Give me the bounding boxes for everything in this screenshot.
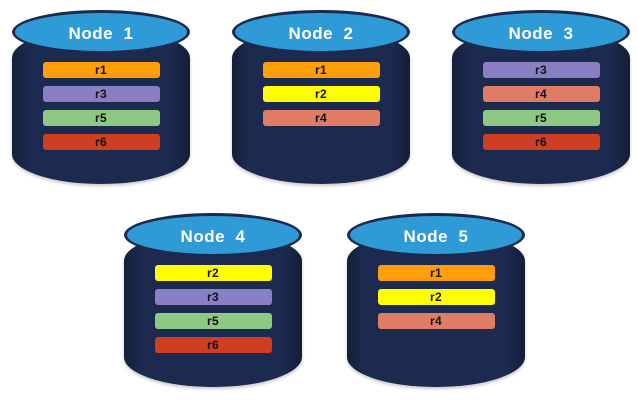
- record-label: r1: [430, 266, 442, 280]
- record-bar[interactable]: r4: [262, 110, 380, 126]
- record-label: r6: [95, 135, 107, 149]
- record-bar[interactable]: r1: [262, 62, 380, 78]
- cylinder-top-icon: Node 2: [232, 10, 410, 54]
- record-bar[interactable]: r4: [377, 313, 495, 329]
- record-label: r2: [315, 87, 327, 101]
- record-bar[interactable]: r6: [154, 337, 272, 353]
- record-list: r1 r2 r4: [347, 265, 525, 329]
- node-title: Node 2: [288, 23, 354, 43]
- cylinder-top-icon: Node 3: [452, 10, 630, 54]
- node-title: Node 3: [508, 23, 574, 43]
- node-title: Node 5: [403, 226, 469, 246]
- record-bar[interactable]: r1: [377, 265, 495, 281]
- record-list: r2 r3 r5 r6: [124, 265, 302, 353]
- record-bar[interactable]: r5: [154, 313, 272, 329]
- record-label: r4: [315, 111, 327, 125]
- record-list: r3 r4 r5 r6: [452, 62, 630, 150]
- record-label: r1: [95, 63, 107, 77]
- record-bar[interactable]: r1: [42, 62, 160, 78]
- record-bar[interactable]: r3: [154, 289, 272, 305]
- database-node[interactable]: Node 3 r3 r4 r5 r6: [452, 6, 630, 186]
- cylinder-body: [232, 28, 410, 184]
- record-label: r6: [535, 135, 547, 149]
- record-label: r5: [95, 111, 107, 125]
- record-label: r3: [535, 63, 547, 77]
- record-bar[interactable]: r5: [482, 110, 600, 126]
- cylinder-body: [124, 231, 302, 387]
- database-node[interactable]: Node 4 r2 r3 r5 r6: [124, 209, 302, 389]
- cylinder-body: [12, 28, 190, 184]
- record-label: r5: [535, 111, 547, 125]
- record-label: r2: [207, 266, 219, 280]
- cylinder-top-icon: Node 5: [347, 213, 525, 257]
- database-node[interactable]: Node 5 r1 r2 r4: [347, 209, 525, 389]
- record-label: r3: [207, 290, 219, 304]
- record-bar[interactable]: r6: [42, 134, 160, 150]
- database-node[interactable]: Node 2 r1 r2 r4: [232, 6, 410, 186]
- node-title: Node 4: [180, 226, 246, 246]
- cylinder-body: [452, 28, 630, 184]
- cylinder-body: [347, 231, 525, 387]
- record-list: r1 r2 r4: [232, 62, 410, 126]
- record-label: r6: [207, 338, 219, 352]
- record-label: r4: [430, 314, 442, 328]
- record-bar[interactable]: r2: [262, 86, 380, 102]
- record-bar[interactable]: r4: [482, 86, 600, 102]
- node-title: Node 1: [68, 23, 134, 43]
- database-node[interactable]: Node 1 r1 r3 r5 r6: [12, 6, 190, 186]
- record-label: r1: [315, 63, 327, 77]
- record-bar[interactable]: r2: [154, 265, 272, 281]
- record-label: r5: [207, 314, 219, 328]
- record-bar[interactable]: r2: [377, 289, 495, 305]
- cylinder-top-icon: Node 4: [124, 213, 302, 257]
- record-label: r2: [430, 290, 442, 304]
- record-bar[interactable]: r6: [482, 134, 600, 150]
- record-bar[interactable]: r3: [42, 86, 160, 102]
- record-bar[interactable]: r5: [42, 110, 160, 126]
- cylinder-top-icon: Node 1: [12, 10, 190, 54]
- record-label: r3: [95, 87, 107, 101]
- record-bar[interactable]: r3: [482, 62, 600, 78]
- record-list: r1 r3 r5 r6: [12, 62, 190, 150]
- record-label: r4: [535, 87, 547, 101]
